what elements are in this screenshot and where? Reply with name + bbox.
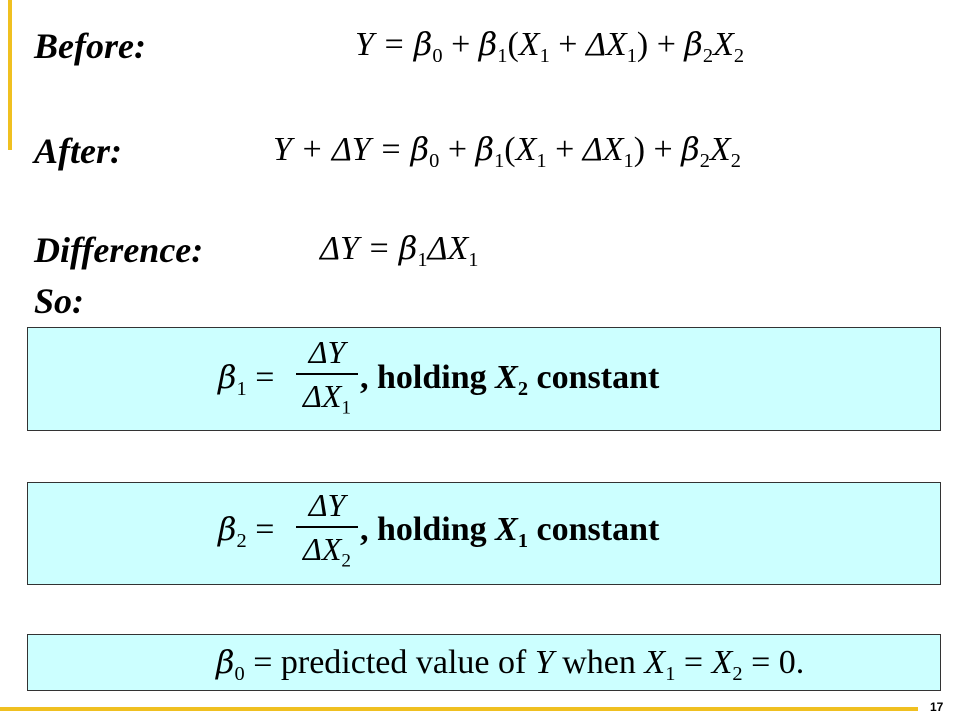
label-before: Before:: [34, 26, 146, 66]
x2-subscript: 2: [732, 663, 743, 686]
beta2-fraction: ΔY ΔX2: [296, 487, 358, 571]
delta-x1-symbol: ΔX: [427, 230, 469, 267]
x2-subscript: 2: [733, 45, 745, 68]
x1-subscript: 1: [539, 45, 550, 68]
beta1-subscript: 1: [494, 150, 505, 173]
fraction-denominator: ΔX1: [303, 378, 351, 418]
comma: ,: [360, 511, 369, 548]
constant-text: constant: [528, 359, 660, 396]
fraction-bar: [296, 526, 358, 528]
x2-symbol: X: [711, 644, 733, 681]
beta0-subscript: 0: [432, 45, 443, 68]
denominator-subscript: 1: [341, 397, 351, 419]
held-variable-subscript: 1: [517, 530, 529, 553]
equals-sign: =: [246, 511, 275, 548]
constant-text: constant: [528, 511, 660, 548]
beta0-subscript: 0: [234, 663, 245, 686]
held-variable: X: [495, 511, 518, 548]
beta1-condition: , holding X2 constant: [360, 359, 660, 400]
beta0-symbol: β: [413, 25, 433, 63]
denominator-symbol: ΔX: [303, 531, 342, 567]
accent-horizontal-bar: [0, 707, 918, 711]
fraction-denominator: ΔX2: [303, 531, 351, 571]
beta0-definition-box: β0 = predicted value of Y when X1 = X2 =…: [27, 634, 941, 691]
beta2-symbol: β: [684, 25, 703, 63]
when-text: when: [553, 644, 645, 681]
beta0-symbol: β: [216, 643, 235, 681]
delta-x1-symbol: ΔX: [585, 26, 627, 63]
holding-text: holding: [377, 511, 496, 548]
eq-after-lhs: Y + ΔY =: [273, 131, 411, 168]
page-number: 17: [930, 700, 944, 714]
equals-sign: =: [675, 644, 712, 681]
accent-vertical-bar: [8, 0, 12, 150]
y-symbol: Y: [534, 644, 554, 681]
x2-subscript: 2: [730, 150, 741, 173]
beta0-definition: β0 = predicted value of Y when X1 = X2 =…: [216, 643, 805, 685]
beta1-symbol: β: [218, 358, 237, 396]
beta1-subscript: 1: [497, 45, 508, 68]
beta2-subscript: 2: [702, 45, 714, 68]
beta1-definition-box: β1 = ΔY ΔX1 , holding X2 constant: [27, 327, 941, 431]
fraction-numerator: ΔY: [308, 334, 346, 370]
x1-subscript: 1: [665, 663, 676, 686]
fraction-bar: [296, 373, 358, 375]
beta1-symbol: β: [478, 25, 498, 63]
held-variable: X: [495, 359, 518, 396]
eq-difference-lhs: ΔY =: [320, 230, 399, 267]
beta0-symbol: β: [410, 130, 430, 168]
beta1-symbol: β: [475, 130, 495, 168]
beta1-fraction: ΔY ΔX1: [296, 334, 358, 418]
plus-sign: +: [439, 131, 476, 168]
x1-symbol: X: [644, 644, 666, 681]
beta2-symbol: β: [218, 510, 237, 548]
plus-sign: +: [442, 26, 479, 63]
x1-symbol: X: [518, 26, 540, 63]
beta2-lhs: β2 =: [218, 510, 275, 552]
x2-symbol: X: [709, 131, 731, 168]
equals-sign: =: [246, 359, 275, 396]
beta2-definition-box: β2 = ΔY ΔX2 , holding X1 constant: [27, 482, 941, 585]
denominator-subscript: 2: [341, 550, 351, 572]
delta-x1-subscript: 1: [623, 150, 634, 173]
predicted-value-text: = predicted value of: [244, 644, 535, 681]
x1-symbol: X: [515, 131, 537, 168]
eq-before-lhs: Y =: [355, 26, 414, 63]
plus-sign: +: [546, 131, 583, 168]
delta-x1-subscript: 1: [468, 249, 479, 272]
delta-x1-symbol: ΔX: [582, 131, 624, 168]
held-variable-subscript: 2: [517, 378, 529, 401]
plus-sign: +: [549, 26, 586, 63]
fraction-numerator: ΔY: [308, 487, 346, 523]
equation-after: Y + ΔY = β0 + β1(X1 + ΔX1) + β2X2: [273, 130, 741, 172]
label-difference: Difference:: [34, 230, 204, 270]
beta1-symbol: β: [398, 229, 418, 267]
x2-symbol: X: [713, 26, 734, 63]
delta-x1-subscript: 1: [626, 45, 637, 68]
beta1-subscript: 1: [236, 378, 247, 401]
beta2-condition: , holding X1 constant: [360, 511, 660, 552]
equation-before: Y = β0 + β1(X1 + ΔX1) + β2X2: [355, 25, 744, 67]
beta0-subscript: 0: [429, 150, 440, 173]
x1-subscript: 1: [536, 150, 547, 173]
holding-text: holding: [377, 359, 496, 396]
label-so: So:: [34, 281, 85, 321]
beta2-symbol: β: [681, 130, 700, 168]
beta1-lhs: β1 =: [218, 358, 275, 400]
comma: ,: [360, 359, 369, 396]
paren-close: ) +: [636, 26, 685, 63]
equals-zero-text: = 0.: [742, 644, 805, 681]
beta2-subscript: 2: [236, 530, 247, 553]
denominator-symbol: ΔX: [303, 378, 342, 414]
paren-open: (: [507, 26, 519, 63]
label-after: After:: [34, 131, 122, 171]
beta2-subscript: 2: [699, 150, 710, 173]
paren-close: ) +: [633, 131, 682, 168]
beta1-subscript: 1: [417, 249, 428, 272]
equation-difference: ΔY = β1ΔX1: [320, 229, 478, 271]
paren-open: (: [504, 131, 516, 168]
